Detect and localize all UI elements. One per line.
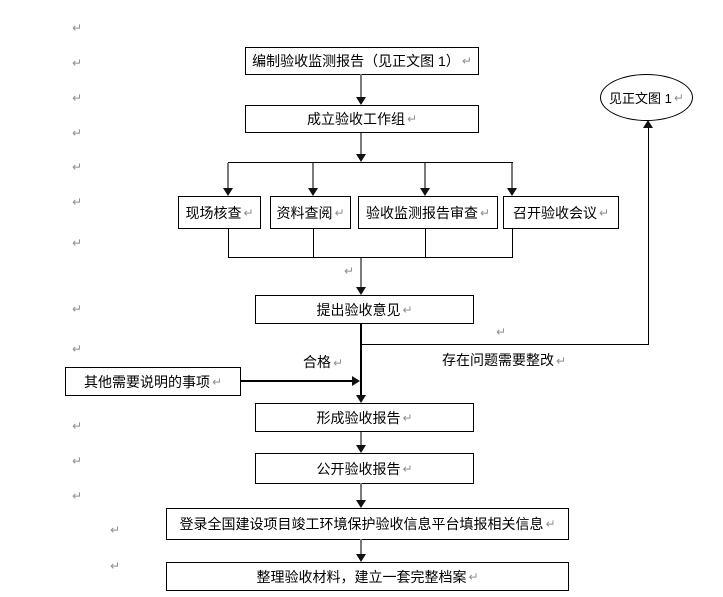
arrowhead-down-icon (507, 188, 517, 196)
connector-other-items (241, 380, 352, 382)
paragraph-mark: ↵ (406, 112, 418, 126)
paragraph-mark: ↵ (402, 302, 413, 317)
node-label: 验收监测报告审查 (365, 204, 478, 221)
node-archive-materials: 整理验收材料，建立一套完整档案↵ (166, 562, 569, 591)
arrowhead-down-icon (420, 188, 430, 196)
paragraph-mark: ↵ (72, 126, 83, 140)
paragraph-mark: ↵ (468, 569, 479, 584)
node-label: 成立验收工作组 (306, 111, 405, 127)
node-label: 现场核查 (185, 204, 242, 221)
connector-group-to-split (360, 133, 362, 155)
node-other-items: 其他需要说明的事项↵ (65, 367, 241, 396)
connector-collect-bar (228, 257, 513, 258)
paragraph-mark: ↵ (72, 342, 83, 356)
connector-report-to-group (360, 74, 362, 98)
paragraph-mark: ↵ (72, 56, 83, 70)
paragraph-mark: ↵ (72, 489, 83, 503)
node-propose-opinion: 提出验收意见↵ (255, 295, 474, 324)
connector-rework-vertical (648, 127, 649, 344)
paragraph-mark: ↵ (334, 205, 345, 220)
paragraph-mark: ↵ (402, 461, 413, 476)
node-label: 召开验收会议 (512, 204, 597, 221)
node-label: 提出验收意见 (316, 301, 401, 318)
arrowhead-down-icon (356, 395, 366, 403)
connector-publish-to-platform (360, 483, 362, 501)
terminal-see-figure: 见正文图 1↵ (600, 74, 693, 121)
arrowhead-down-icon (356, 445, 366, 453)
paragraph-mark: ↵ (333, 356, 344, 370)
arrowhead-down-icon (356, 287, 366, 295)
paragraph-mark: ↵ (402, 410, 413, 425)
paragraph-mark: ↵ (479, 205, 491, 220)
node-label: 见正文图 1 (609, 91, 672, 106)
paragraph-mark: ↵ (72, 454, 83, 468)
arrowhead-down-icon (308, 188, 318, 196)
connector-split-drop-3 (424, 163, 426, 189)
arrowhead-down-icon (223, 188, 233, 196)
arrowhead-down-icon (356, 554, 366, 562)
node-prepare-monitoring-report: 编制验收监测报告（见正文图 1）↵ (245, 47, 479, 75)
arrowhead-up-icon (643, 120, 653, 128)
paragraph-mark: ↵ (243, 205, 254, 220)
paragraph-mark: ↵ (110, 523, 121, 537)
connector-collect-3 (425, 228, 426, 257)
connector-rework-horizontal (362, 344, 649, 345)
paragraph-mark: ↵ (72, 302, 83, 316)
paragraph-mark: ↵ (556, 354, 567, 368)
node-document-review: 资料查阅↵ (270, 196, 351, 229)
paragraph-mark: ↵ (461, 54, 472, 68)
arrowhead-down-icon (356, 500, 366, 508)
paragraph-mark: ↵ (344, 264, 355, 278)
connector-collect-2 (313, 228, 314, 257)
node-label: 其他需要说明的事项 (83, 373, 210, 390)
connector-collect-1 (228, 228, 229, 257)
node-form-acceptance-group: 成立验收工作组↵ (245, 105, 479, 133)
paragraph-mark: ↵ (72, 419, 83, 433)
paragraph-mark: ↵ (673, 90, 684, 105)
paragraph-mark: ↵ (72, 91, 83, 105)
connector-form-to-publish (360, 432, 362, 446)
node-label: 资料查阅 (276, 204, 333, 221)
connector-collect-4 (512, 228, 513, 257)
node-site-check: 现场核查↵ (178, 196, 261, 229)
node-form-acceptance-report: 形成验收报告↵ (255, 403, 474, 432)
node-monitoring-report-review: 验收监测报告审查↵ (358, 196, 498, 229)
paragraph-mark: ↵ (545, 517, 556, 531)
paragraph-mark: ↵ (110, 559, 121, 573)
connector-platform-to-archive (360, 539, 362, 555)
connector-split-drop-4 (511, 163, 513, 189)
paragraph-mark: ↵ (496, 325, 507, 339)
paragraph-mark: ↵ (598, 205, 610, 220)
paragraph-mark: ↵ (211, 374, 223, 389)
paragraph-mark: ↵ (72, 195, 83, 209)
edge-label-pass: 合格↵ (303, 354, 344, 370)
connector-collect-to-opinion (360, 258, 362, 288)
arrowhead-down-icon (356, 154, 366, 162)
node-label: 登录全国建设项目竣工环境保护验收信息平台填报相关信息 (179, 516, 544, 532)
paragraph-mark: ↵ (72, 160, 83, 174)
connector-split-drop-2 (312, 163, 314, 189)
node-acceptance-meeting: 召开验收会议↵ (503, 196, 619, 229)
node-platform-filing: 登录全国建设项目竣工环境保护验收信息平台填报相关信息↵ (166, 508, 569, 540)
node-publish-report: 公开验收报告↵ (255, 453, 474, 484)
connector-split-bar (228, 162, 513, 163)
paragraph-mark: ↵ (72, 236, 83, 250)
arrowhead-down-icon (356, 97, 366, 105)
connector-opinion-to-form-report (360, 323, 362, 395)
connector-split-drop-1 (227, 163, 229, 189)
arrowhead-right-icon (352, 376, 360, 386)
paragraph-mark: ↵ (72, 21, 83, 35)
node-label: 公开验收报告 (316, 460, 401, 477)
node-label: 编制验收监测报告（见正文图 1） (252, 53, 460, 69)
node-label: 形成验收报告 (316, 409, 401, 426)
edge-label-rework: 存在问题需要整改↵ (442, 352, 567, 368)
node-label: 整理验收材料，建立一套完整档案 (256, 568, 467, 585)
